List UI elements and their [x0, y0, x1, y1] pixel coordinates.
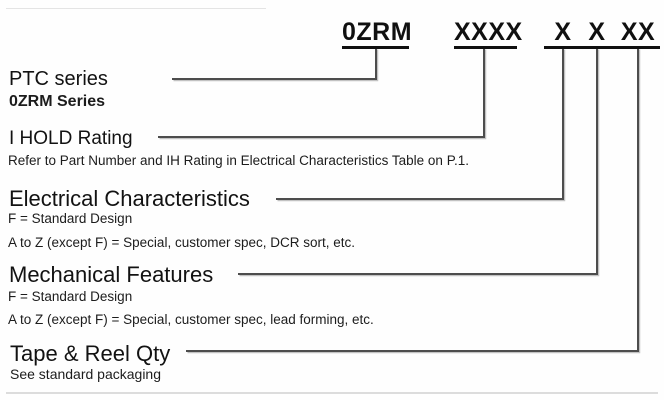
part-code-tape-reel: XX	[620, 18, 656, 46]
electrical-special-line: A to Z (except F) = Special, customer sp…	[8, 235, 355, 250]
heading-electrical-characteristics: Electrical Characteristics	[9, 186, 250, 211]
heading-ihold-rating: I HOLD Rating	[9, 128, 133, 149]
bottom-divider-rule	[6, 392, 658, 394]
connector-mechanical	[238, 48, 598, 275]
part-code-prefix: 0ZRM	[342, 20, 412, 49]
note-tape-reel-packaging: See standard packaging	[10, 366, 161, 382]
connector-electrical	[276, 48, 564, 200]
heading-ptc-series: PTC series	[9, 68, 108, 90]
electrical-standard-design-line: F = Standard Design	[8, 211, 133, 226]
label-0zrm-series: 0ZRM Series	[9, 93, 106, 110]
connector-ihold-rating	[158, 48, 485, 138]
part-code-mechanical: X	[588, 18, 606, 46]
connector-tape-reel	[186, 48, 639, 352]
mechanical-special-line: A to Z (except F) = Special, customer sp…	[8, 312, 374, 327]
heading-tape-reel-qty: Tape & Reel Qty	[10, 341, 171, 366]
part-code-suffix-group: X X XX	[544, 20, 660, 49]
connector-ptc-series	[172, 48, 377, 80]
part-code-hold-rating: XXXX	[454, 20, 522, 49]
heading-mechanical-features: Mechanical Features	[9, 262, 214, 287]
note-ihold-rating: Refer to Part Number and IH Rating in El…	[8, 153, 469, 168]
top-faint-rule	[6, 8, 266, 9]
part-code-electrical: X	[554, 18, 572, 46]
mechanical-standard-design-line: F = Standard Design	[8, 289, 133, 304]
